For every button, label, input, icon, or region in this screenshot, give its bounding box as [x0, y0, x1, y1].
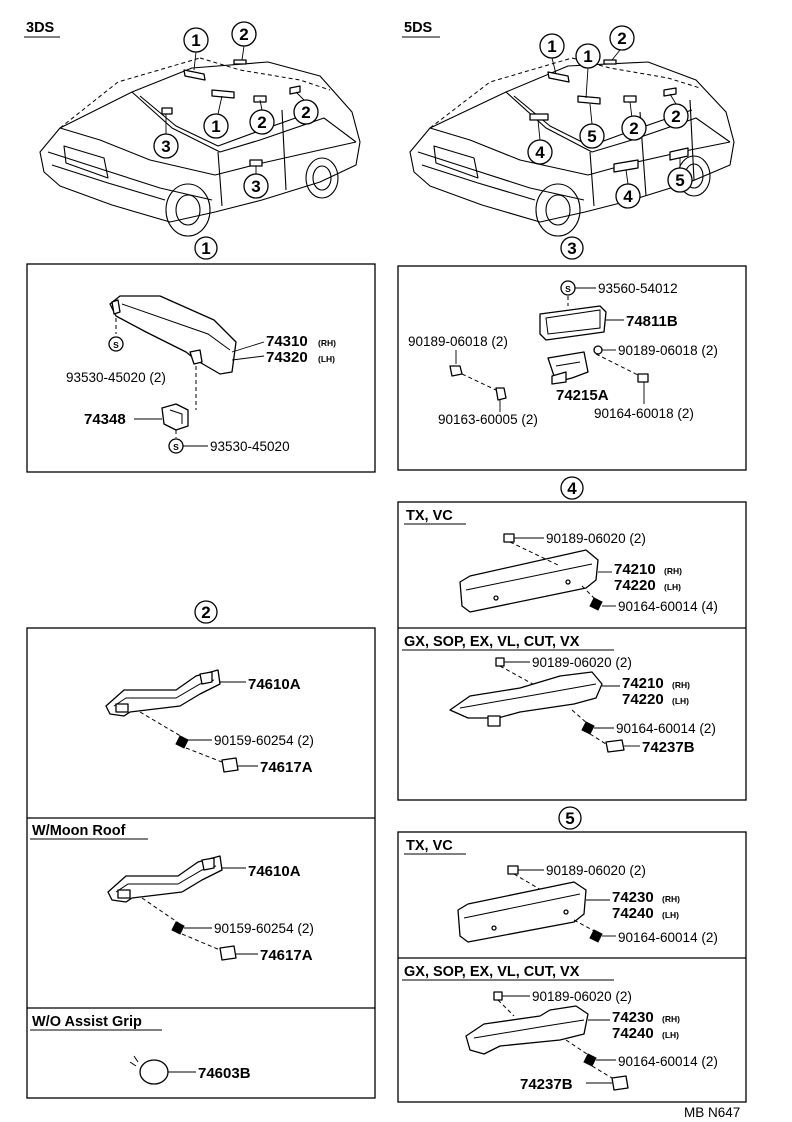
panel-front-armrest: TX, VC 90189-06020 (2) 74210 (RH) 74220 …	[397, 501, 747, 801]
part-screw: 90164-60018 (2)	[594, 406, 694, 421]
visor-lh-tag: (LH)	[318, 354, 335, 364]
part-handle: 74811B	[626, 313, 678, 330]
panel-rear-armrest: TX, VC 90189-06020 (2) 74230 (RH) 74240 …	[397, 831, 747, 1103]
grip-screw: 90159-60254 (2)	[214, 733, 314, 748]
gx-header: GX, SOP, EX, VL, CUT, VX	[404, 964, 580, 980]
tx-rh-tag: (RH)	[664, 566, 682, 576]
gx-screw: 90164-60014 (2)	[616, 721, 716, 736]
gx-lh-part: 74220	[622, 691, 664, 708]
tx-lh-part: 74220	[614, 577, 656, 594]
car-5ds-illustration	[409, 49, 735, 237]
callout-1: 1	[547, 37, 556, 56]
tx-lh-part: 74240	[612, 905, 654, 922]
part-clip-left: 90189-06018 (2)	[408, 334, 508, 349]
section-label-1: 1	[201, 239, 210, 258]
callout-2: 2	[671, 107, 680, 126]
part-visor-lh: 74320	[266, 349, 308, 366]
part-screw-top: 93560-54012	[598, 281, 678, 296]
car-3ds-illustration	[39, 45, 361, 237]
tx-screw: 90164-60014 (2)	[618, 930, 718, 945]
tx-clip: 90189-06020 (2)	[546, 531, 646, 546]
callout-1: 1	[583, 47, 592, 66]
gx-lh-tag: (LH)	[662, 1030, 679, 1040]
gx-rh-tag: (RH)	[662, 1014, 680, 1024]
part-screw-b: 93530-45020	[210, 439, 290, 454]
section-label-4: 4	[567, 479, 577, 498]
moon-grip-screw: 90159-60254 (2)	[214, 921, 314, 936]
part-nut: 90163-60005 (2)	[438, 412, 538, 427]
moon-grip-cover: 74617A	[260, 947, 313, 964]
moon-roof-header: W/Moon Roof	[32, 823, 126, 839]
visor-rh-tag: (RH)	[318, 338, 336, 348]
gx-screw: 90164-60014 (2)	[618, 1054, 718, 1069]
callout-2: 2	[301, 103, 310, 122]
gx-cap: 74237B	[642, 739, 695, 756]
gx-lh-tag: (LH)	[672, 696, 689, 706]
grip-part: 74610A	[248, 676, 301, 693]
tx-header: TX, VC	[406, 838, 453, 854]
section-label-3: 3	[567, 239, 576, 258]
gx-rh-tag: (RH)	[672, 680, 690, 690]
callout-5: 5	[587, 127, 596, 146]
diagram-code: MB N647	[684, 1105, 740, 1120]
s-mark: S	[565, 284, 571, 294]
part-visor-rh: 74310	[266, 333, 308, 350]
callout-2: 2	[629, 119, 638, 138]
tx-rh-tag: (RH)	[662, 894, 680, 904]
callout-2: 2	[239, 25, 248, 44]
tx-rh-part: 74210	[614, 561, 656, 578]
gx-lh-part: 74240	[612, 1025, 654, 1042]
callouts-5ds: 1 1 2 2 2 4 5 4 5	[527, 25, 693, 209]
gx-header: GX, SOP, EX, VL, CUT, VX	[404, 634, 580, 650]
callout-1: 1	[191, 31, 200, 50]
callout-5: 5	[675, 171, 684, 190]
tx-lh-tag: (LH)	[662, 910, 679, 920]
grip-cover: 74617A	[260, 759, 313, 776]
s-mark: S	[113, 340, 119, 350]
label-5ds: 5DS	[404, 20, 433, 36]
panel-assist-grip: 74610A 90159-60254 (2) 74617A W/Moon Roo…	[26, 627, 376, 1099]
tx-header: TX, VC	[406, 508, 453, 524]
gx-rh-part: 74210	[622, 675, 664, 692]
plug-part: 74603B	[198, 1065, 251, 1082]
callouts-3ds: 1 2 1 2 2 3 3	[153, 21, 319, 199]
no-assist-grip-header: W/O Assist Grip	[32, 1014, 142, 1030]
section-label-5: 5	[565, 809, 574, 828]
part-clip-right: 90189-06018 (2)	[618, 343, 718, 358]
callout-4: 4	[623, 187, 633, 206]
panel-sun-visor: 74310 (RH) 74320 (LH) S 93530-45020 (2) …	[26, 263, 376, 473]
callout-3: 3	[251, 177, 260, 196]
part-screw-a: 93530-45020 (2)	[66, 370, 166, 385]
callout-4: 4	[535, 143, 545, 162]
gx-clip: 90189-06020 (2)	[532, 655, 632, 670]
section-label-2: 2	[201, 603, 210, 622]
panel-door-pull: S 93560-54012 74811B 90189-06018 (2) 901…	[397, 265, 747, 471]
tx-clip: 90189-06020 (2)	[546, 863, 646, 878]
gx-rh-part: 74230	[612, 1009, 654, 1026]
moon-grip-part: 74610A	[248, 863, 301, 880]
s-mark: S	[173, 442, 179, 452]
callout-2: 2	[257, 113, 266, 132]
gx-cap: 74237B	[520, 1076, 573, 1093]
tx-lh-tag: (LH)	[664, 582, 681, 592]
part-holder: 74348	[84, 411, 126, 428]
tx-rh-part: 74230	[612, 889, 654, 906]
gx-clip: 90189-06020 (2)	[532, 989, 632, 1004]
callout-3: 3	[161, 137, 170, 156]
callout-1: 1	[211, 117, 220, 136]
part-bracket: 74215A	[556, 387, 609, 404]
tx-screw: 90164-60014 (4)	[618, 599, 718, 614]
callout-2: 2	[617, 29, 626, 48]
label-3ds: 3DS	[26, 20, 55, 36]
